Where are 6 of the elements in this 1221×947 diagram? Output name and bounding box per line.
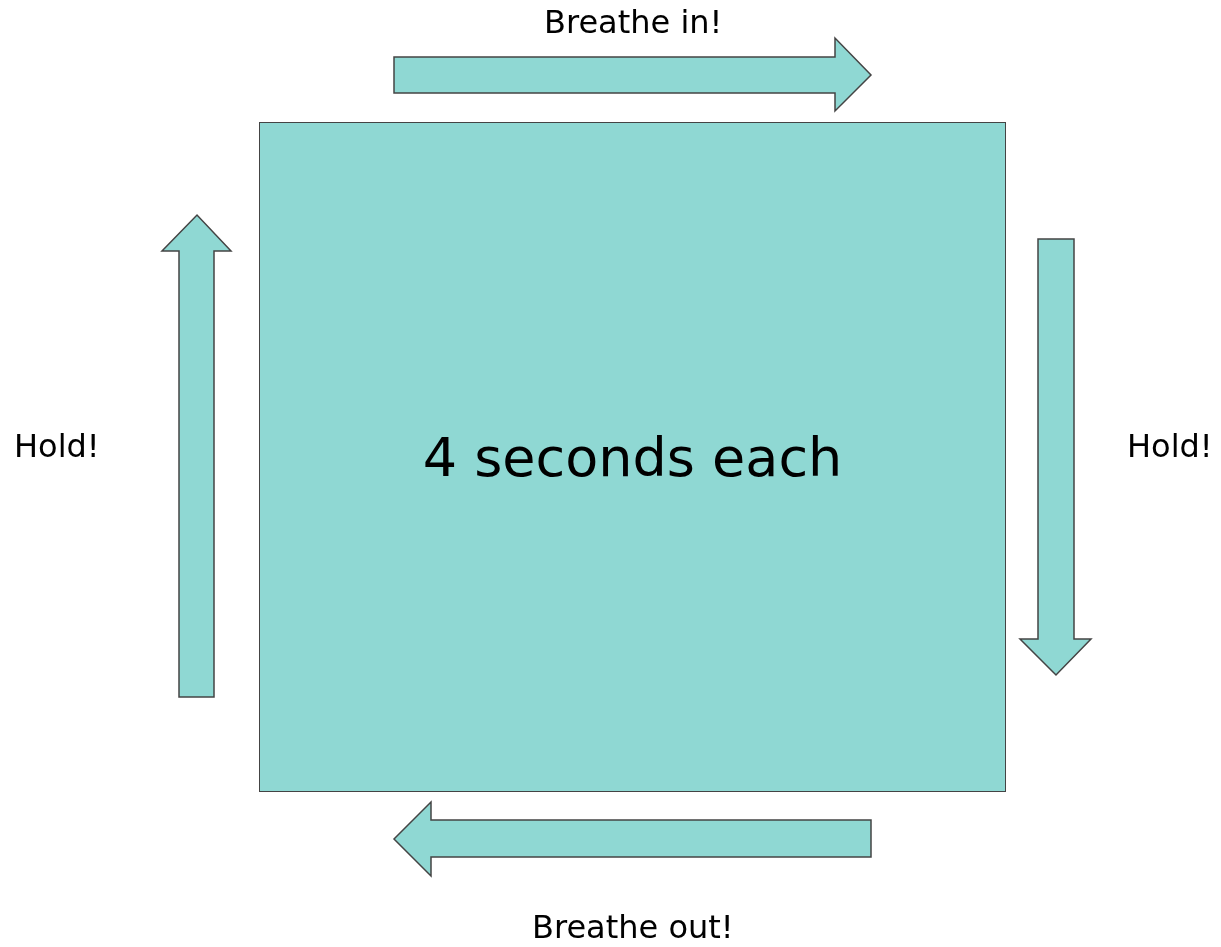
step-label: Breathe in! (544, 3, 723, 41)
step-label: Hold! (14, 427, 100, 465)
step-label: Breathe out! (532, 908, 734, 946)
center-text: 4 seconds each (422, 425, 843, 489)
step-label: Hold! (1127, 427, 1213, 465)
square-box (259, 122, 1006, 792)
